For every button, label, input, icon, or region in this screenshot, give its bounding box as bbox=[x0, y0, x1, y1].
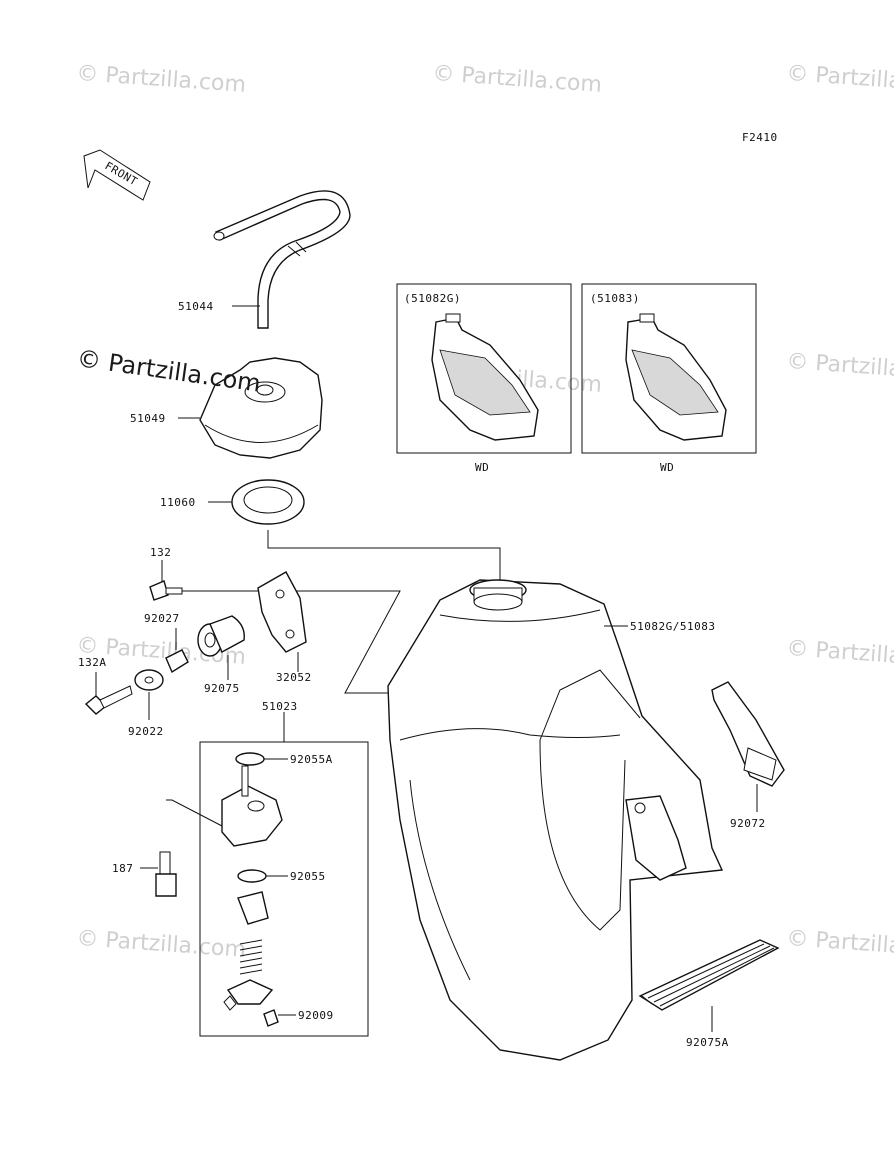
callout-132: 132 bbox=[150, 546, 171, 559]
figure-code: F2410 bbox=[742, 131, 778, 144]
inset-box-51083: (51083) WD bbox=[581, 283, 757, 474]
vent-hose bbox=[213, 190, 351, 329]
fuel-cap bbox=[199, 357, 323, 459]
callout-92075: 92075 bbox=[204, 682, 240, 695]
inset-variant-label: WD bbox=[475, 461, 489, 474]
inset-part-label: (51082G) bbox=[404, 292, 461, 305]
callout-92072: 92072 bbox=[730, 817, 766, 830]
washer bbox=[134, 669, 164, 691]
watermark: © Partzilla.com bbox=[432, 61, 603, 98]
fuel-cock-group-box bbox=[199, 741, 369, 1037]
front-arrow-icon: FRONT bbox=[83, 149, 151, 201]
watermark: © Partzilla.com bbox=[75, 344, 262, 398]
callout-11060: 11060 bbox=[160, 496, 196, 509]
inset-part-label: (51083) bbox=[590, 292, 640, 305]
watermark: © Partzilla.com bbox=[786, 636, 894, 673]
fuel-tank bbox=[387, 579, 724, 1061]
inset-box-51082g: (51082G) WD bbox=[396, 283, 572, 474]
callout-51044: 51044 bbox=[178, 300, 214, 313]
callout-187: 187 bbox=[112, 862, 133, 875]
watermark: © Partzilla.com bbox=[786, 926, 894, 963]
callout-51049: 51049 bbox=[130, 412, 166, 425]
rubber-pad bbox=[638, 939, 780, 1011]
callout-51082g-51083: 51082G/51083 bbox=[630, 620, 715, 633]
fuel-cock-parts bbox=[221, 752, 283, 1027]
callout-92009: 92009 bbox=[298, 1009, 334, 1022]
inset-variant-label: WD bbox=[660, 461, 674, 474]
bolt-132 bbox=[149, 580, 183, 601]
collar bbox=[165, 649, 189, 674]
callout-51023: 51023 bbox=[262, 700, 298, 713]
bolt-187 bbox=[155, 851, 177, 897]
callout-92022: 92022 bbox=[128, 725, 164, 738]
rubber-damper bbox=[197, 615, 245, 657]
callout-32052: 32052 bbox=[276, 671, 312, 684]
callout-92027: 92027 bbox=[144, 612, 180, 625]
watermark: © Partzilla.com bbox=[786, 349, 894, 386]
callout-92055a: 92055A bbox=[290, 753, 333, 766]
mounting-bracket bbox=[257, 571, 307, 653]
bolt-132a bbox=[84, 685, 133, 715]
watermark: © Partzilla.com bbox=[76, 61, 247, 98]
tank-strap bbox=[711, 681, 785, 787]
cap-gasket bbox=[231, 479, 305, 525]
callout-92055: 92055 bbox=[290, 870, 326, 883]
watermark: © Partzilla.com bbox=[786, 61, 894, 98]
watermark: © Partzilla.com bbox=[76, 926, 247, 963]
callout-92075a: 92075A bbox=[686, 1036, 729, 1049]
callout-132a: 132A bbox=[78, 656, 107, 669]
